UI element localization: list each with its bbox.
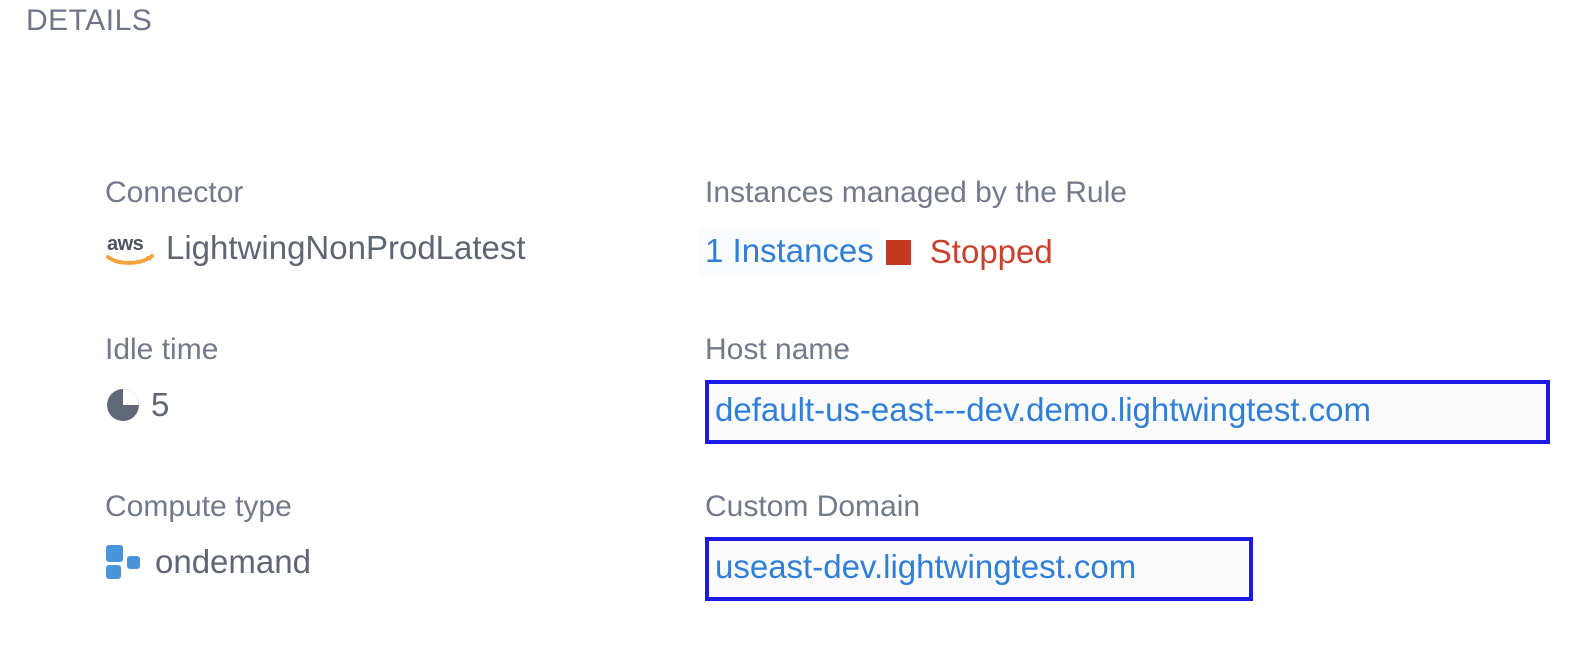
idle-time-value-row: 5 xyxy=(105,384,218,426)
field-compute-type: Compute type ondemand xyxy=(105,489,311,583)
compute-blocks-icon xyxy=(105,544,145,580)
custom-domain-highlight-box[interactable]: useast-dev.lightwingtest.com xyxy=(705,537,1253,601)
details-grid: Connector aws LightwingNonProdLatest Ins… xyxy=(0,175,1596,646)
field-connector: Connector aws LightwingNonProdLatest xyxy=(105,175,526,269)
connector-value-row: aws LightwingNonProdLatest xyxy=(105,227,526,269)
field-instances: Instances managed by the Rule 1 Instance… xyxy=(699,175,1127,279)
status-text: Stopped xyxy=(929,233,1053,270)
status-badge: Stopped xyxy=(885,231,1053,273)
field-idle-time: Idle time 5 xyxy=(105,332,218,426)
idle-time-label: Idle time xyxy=(105,333,219,366)
stopped-square-icon xyxy=(885,239,911,265)
compute-type-value-row: ondemand xyxy=(105,541,311,583)
host-name-link[interactable]: default-us-east---dev.demo.lightwingtest… xyxy=(715,391,1372,428)
svg-text:aws: aws xyxy=(107,233,144,255)
host-name-highlight-box[interactable]: default-us-east---dev.demo.lightwingtest… xyxy=(705,380,1550,444)
instances-value-row: 1 Instances Stopped xyxy=(699,225,1127,279)
field-custom-domain: Custom Domain useast-dev.lightwingtest.c… xyxy=(705,489,1253,601)
instances-label: Instances managed by the Rule xyxy=(705,176,1127,209)
detail-row: Compute type ondemand Custom Domain usea… xyxy=(0,489,1596,646)
field-host-name: Host name default-us-east---dev.demo.lig… xyxy=(705,332,1550,444)
detail-row: Connector aws LightwingNonProdLatest Ins… xyxy=(0,175,1596,332)
compute-type-value: ondemand xyxy=(155,543,311,580)
clock-pie-icon xyxy=(105,387,141,423)
detail-row: Idle time 5 Host name default-us-east---… xyxy=(0,332,1596,489)
connector-label: Connector xyxy=(105,176,244,209)
idle-time-value: 5 xyxy=(151,386,170,423)
host-name-label: Host name xyxy=(705,333,851,366)
custom-domain-link[interactable]: useast-dev.lightwingtest.com xyxy=(715,548,1137,585)
connector-name: LightwingNonProdLatest xyxy=(166,229,526,266)
instances-count-link[interactable]: 1 Instances xyxy=(699,225,880,279)
aws-logo-icon: aws xyxy=(105,228,157,268)
custom-domain-label: Custom Domain xyxy=(705,490,921,523)
page-title: DETAILS xyxy=(26,4,153,37)
compute-type-label: Compute type xyxy=(105,490,292,523)
